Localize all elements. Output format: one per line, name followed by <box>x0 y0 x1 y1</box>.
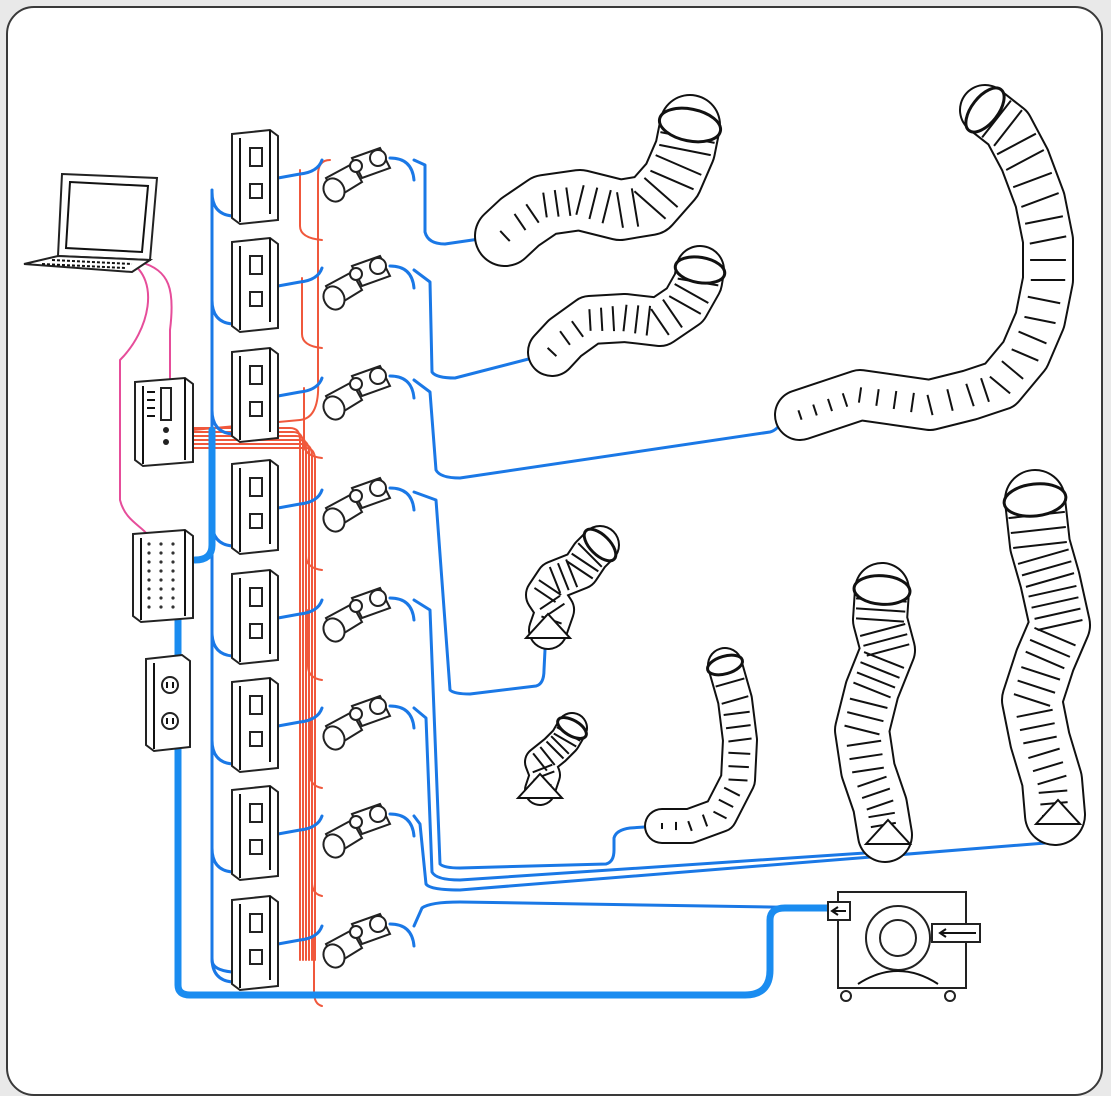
controller-bus <box>191 426 216 564</box>
flexible-hose-icon <box>474 94 723 267</box>
hose-group <box>474 84 1091 863</box>
flexible-hose-icon <box>1001 469 1091 846</box>
damper-module-icon <box>231 676 279 774</box>
hose-stand-icon <box>515 772 565 799</box>
power-outlet-icon <box>145 653 191 753</box>
gate-valve-icon <box>322 802 392 859</box>
hose-stand-icon <box>1033 798 1083 825</box>
flexible-hose-icon <box>527 245 727 377</box>
gate-valve-icon <box>322 586 392 643</box>
hub-icon <box>134 376 194 468</box>
blower-icon <box>827 891 981 1002</box>
hose-control-wire <box>412 598 662 870</box>
gate-valve-icon <box>322 476 392 533</box>
gate-valve-icon <box>322 912 392 969</box>
hose-control-wire <box>412 490 548 696</box>
damper-module-icon <box>231 128 279 226</box>
damper-module-icon <box>231 784 279 882</box>
hose-control-wire <box>412 814 1072 892</box>
hose-stand-icon <box>863 818 913 845</box>
flexible-hose-icon <box>644 647 758 844</box>
main-duct-wire <box>174 611 834 999</box>
damper-module-icon <box>231 236 279 334</box>
controller-icon <box>132 528 194 624</box>
flexible-hose-icon <box>834 562 916 863</box>
laptop-to-controller-wire <box>119 261 150 536</box>
damper-module-icon <box>231 894 279 992</box>
gate-valve-icon <box>322 694 392 751</box>
laptop-wires <box>119 261 173 536</box>
hose-control-wire <box>412 378 807 480</box>
damper-module-icon <box>231 346 279 444</box>
laptop-to-hub-wire <box>139 261 173 396</box>
hose-control-wire <box>412 158 502 246</box>
hose-control-wire <box>412 900 832 928</box>
gate-valve-icon <box>322 254 392 311</box>
damper-module-icon <box>231 568 279 666</box>
hose-control-wire <box>412 706 890 882</box>
hose-control-wire <box>412 268 550 380</box>
flexible-hose-icon <box>774 84 1074 441</box>
gate-valve-icon <box>322 364 392 421</box>
gate-valve-icon <box>322 146 392 203</box>
laptop-icon <box>23 172 159 274</box>
system-diagram <box>23 84 1091 1007</box>
hose-stand-icon <box>523 612 573 639</box>
damper-module-column <box>231 128 279 992</box>
gate-valve-column <box>322 146 392 969</box>
damper-module-icon <box>231 458 279 556</box>
